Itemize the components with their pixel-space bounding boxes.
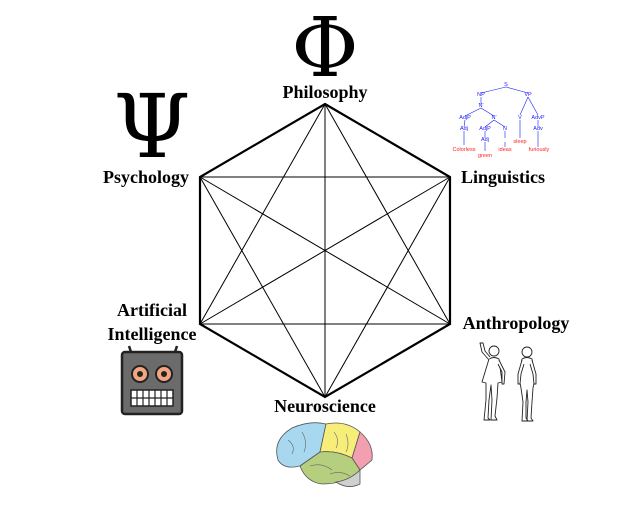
robot-icon [120, 345, 184, 416]
tree-word-ideas: ideas [498, 147, 511, 153]
node-label-ai-line1: Artificial [117, 300, 187, 320]
tree-node-nbar1: N' [478, 103, 483, 109]
tree-node-advp: AdvP [531, 115, 544, 121]
tree-node-s: S [504, 82, 508, 88]
node-label-ai-line2: Intelligence [108, 324, 197, 344]
tree-word-colorless: Colorless [453, 147, 476, 153]
node-label-philosophy: Philosophy [282, 82, 367, 102]
tree-word-green: green [478, 153, 492, 159]
tree-word-sleep: sleep [513, 139, 526, 145]
node-label-anthropology: Anthropology [463, 313, 570, 333]
tree-node-adj1: Adj [460, 126, 468, 132]
node-label-neuroscience: Neuroscience [274, 396, 376, 416]
node-label-linguistics: Linguistics [461, 167, 545, 187]
syntax-tree-icon: S NP VP N' AdjP N' V AdvP Adj AdjP N Adv… [453, 82, 550, 159]
tree-node-adjp2: AdjP [479, 126, 491, 132]
tree-node-nbar2: N' [491, 115, 496, 121]
tree-node-vp: VP [524, 92, 532, 98]
tree-node-np: NP [477, 92, 485, 98]
hexagon-diagonals [199, 103, 451, 398]
human-figures-icon [479, 342, 537, 422]
phi-symbol: Φ [291, 1, 358, 96]
tree-word-furiously: furiously [529, 147, 550, 153]
tree-node-adjp1: AdjP [459, 115, 471, 121]
node-label-psychology: Psychology [103, 167, 189, 187]
tree-node-v: V [518, 115, 522, 121]
psi-symbol: Ψ [113, 75, 190, 178]
tree-node-n: N [503, 126, 507, 132]
brain-icon [276, 422, 373, 487]
tree-node-adj2: Adj [481, 137, 489, 143]
tree-node-adv: Adv [533, 126, 543, 132]
